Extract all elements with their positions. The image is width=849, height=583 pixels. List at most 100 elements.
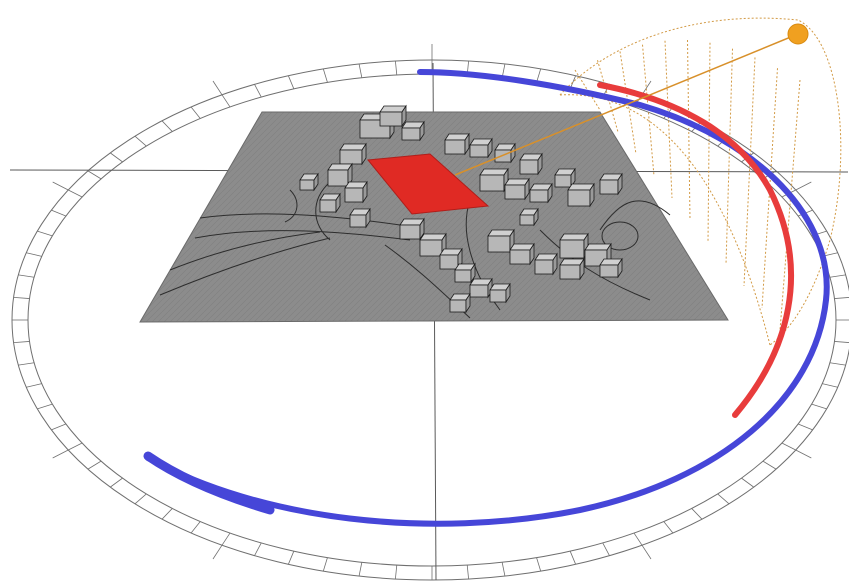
building-facade [487, 235, 511, 253]
building-facade [599, 264, 619, 278]
annual-sun-paths [143, 69, 830, 527]
building-facade [439, 254, 459, 270]
compass-tick [26, 383, 42, 388]
compass-tick [822, 383, 838, 388]
sun-ray [454, 33, 799, 176]
building-roof [559, 233, 589, 241]
compass-degree-stroke [641, 544, 652, 560]
compass-tick [358, 562, 363, 577]
building-block [534, 252, 558, 276]
building-block [349, 207, 371, 229]
compass-tick [322, 557, 328, 572]
compass-degree-stroke [641, 80, 652, 96]
compass-tick [536, 557, 542, 572]
compass-tick [829, 274, 846, 278]
compass-tick [322, 68, 328, 83]
building-block [439, 247, 463, 271]
compass-tick [37, 403, 53, 410]
building-side [537, 152, 543, 176]
dome-meridian [779, 79, 801, 331]
building-facade [519, 159, 539, 175]
compass-tick [110, 152, 123, 163]
compass-tick [287, 75, 295, 89]
compass-tick [18, 362, 35, 366]
building-facade [399, 224, 421, 240]
site-plot [367, 153, 490, 215]
compass-tick [834, 297, 849, 299]
dome-outline [559, 17, 842, 346]
building-roof [379, 105, 407, 113]
building-roof [479, 168, 509, 176]
building-side [401, 104, 407, 128]
building-block [489, 282, 511, 304]
urban-terrain-model [139, 104, 729, 323]
compass-tick [691, 508, 703, 520]
building-block [554, 167, 576, 189]
building-side [470, 262, 476, 284]
building-roof [567, 183, 595, 191]
building-block [339, 142, 367, 166]
building-block [344, 180, 368, 204]
compass-tick [797, 423, 813, 431]
building-roof [487, 229, 515, 237]
building-block [559, 257, 585, 281]
building-facade [567, 189, 591, 207]
building-block [519, 152, 543, 176]
building-side [570, 167, 576, 189]
compass-tick [781, 442, 796, 451]
compass-tick [190, 521, 201, 534]
compass-degree-stroke [795, 181, 812, 191]
compass-tick [134, 135, 147, 147]
compass-tick [501, 562, 506, 577]
building-side [464, 132, 470, 156]
compass-degree-stroke [212, 544, 223, 560]
building-facade [529, 189, 549, 203]
compass-tick [190, 106, 201, 119]
building-block [327, 162, 353, 188]
building-side [510, 142, 516, 164]
building-block [469, 137, 493, 159]
building-block [401, 120, 425, 142]
building-facade [379, 111, 403, 127]
winter-sun-path-band [145, 69, 830, 527]
compass-tick [741, 477, 754, 488]
compass-tick [717, 493, 730, 505]
building-facade [479, 174, 505, 192]
compass-tick [663, 521, 674, 534]
compass-tick [221, 532, 231, 546]
compass-tick [68, 189, 83, 198]
compass-degree-stroke [52, 449, 69, 459]
compass-tick [51, 209, 67, 217]
compass-tick [51, 423, 67, 431]
building-block [399, 217, 425, 241]
compass-degree-stroke [795, 449, 812, 459]
building-facade [444, 139, 466, 155]
compass-tick [602, 542, 610, 556]
compass-tick [834, 341, 849, 343]
building-facade [327, 169, 349, 187]
compass-tick [26, 252, 42, 257]
building-facade [559, 264, 581, 280]
building-side [419, 217, 425, 241]
compass-tick [254, 84, 262, 98]
building-block [559, 232, 589, 260]
building-block [584, 242, 612, 268]
building-side [487, 137, 493, 159]
building-block [454, 262, 476, 284]
building-block [494, 142, 516, 164]
building-facade [519, 214, 535, 226]
building-side [361, 142, 367, 166]
building-facade [504, 184, 526, 200]
summer-sun-path-band [597, 82, 795, 418]
compass-tick [811, 403, 827, 410]
compass-tick [18, 274, 35, 278]
building-facade [454, 269, 472, 283]
building-facade [509, 249, 531, 265]
building-side [617, 257, 623, 279]
compass-tick [87, 460, 102, 470]
building-side [365, 207, 371, 229]
building-side [347, 162, 353, 188]
compass-tick [394, 565, 398, 580]
dome-meridian [725, 48, 733, 265]
